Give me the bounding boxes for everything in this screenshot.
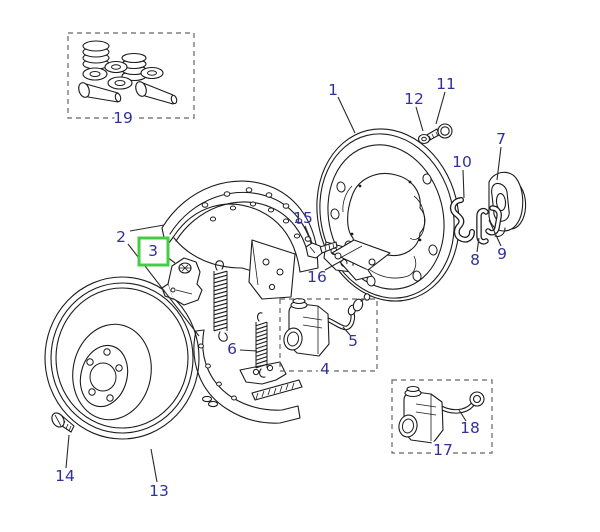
callout-label-13[interactable]: 13 [149, 482, 169, 500]
callout-label-7[interactable]: 7 [496, 130, 506, 148]
callout-label-2[interactable]: 2 [116, 228, 126, 246]
mounting-bolt-and-bracket [305, 239, 391, 281]
leader-line-16 [324, 259, 344, 271]
shoe-return-spring-lower [255, 312, 268, 378]
callout-label-19[interactable]: 19 [110, 106, 136, 130]
leader-line-13 [150, 448, 158, 483]
dashed-box-part-19 [67, 32, 195, 119]
leader-line-5 [342, 326, 351, 336]
dashed-group-boxes [67, 32, 493, 454]
callout-label-10[interactable]: 10 [452, 153, 472, 171]
leader-line-14 [65, 434, 70, 469]
selected-part-highlight [137, 236, 170, 267]
callout-label-3[interactable]: 3 [148, 242, 158, 260]
brake-shoe-lower [193, 329, 303, 424]
callout-label-5[interactable]: 5 [348, 332, 358, 350]
leader-line-1 [337, 96, 356, 134]
callout-label-11[interactable]: 11 [436, 75, 456, 93]
dashed-box-part-17 [391, 379, 493, 454]
adjuster-assembly [161, 257, 203, 306]
brake-drum [44, 276, 200, 440]
callout-label-8[interactable]: 8 [470, 251, 480, 269]
drum-retaining-screw [51, 412, 75, 433]
callout-label-12[interactable]: 12 [404, 90, 424, 108]
callout-label-14[interactable]: 14 [55, 467, 75, 485]
callout-leader-lines [65, 91, 502, 483]
shoe-return-spring-upper [213, 260, 228, 342]
callout-label-9[interactable]: 9 [497, 245, 507, 263]
bolt-and-washer [417, 123, 453, 145]
callout-label-6[interactable]: 6 [227, 340, 237, 358]
leader-line-2 [129, 224, 165, 232]
wheel-cylinder-17 [398, 385, 485, 444]
dashed-box-part-4 [279, 298, 378, 372]
handbrake-lever-cluster [449, 171, 527, 245]
callout-label-18[interactable]: 18 [460, 419, 480, 437]
leader-line-7 [496, 146, 502, 181]
leader-line-15 [304, 225, 313, 244]
leader-line-8 [476, 237, 480, 253]
leader-line-9 [488, 219, 502, 247]
callout-label-15[interactable]: 15 [293, 209, 313, 227]
leader-line-11 [435, 91, 446, 125]
brake-shoe-upper [161, 180, 319, 300]
leader-line-18 [458, 409, 467, 422]
leader-line-10 [462, 169, 465, 199]
callout-label-16[interactable]: 16 [307, 268, 327, 286]
callout-label-17[interactable]: 17 [430, 438, 456, 462]
selected-part-box [137, 236, 170, 267]
fitting-kit-part-19 [78, 40, 178, 105]
callout-label-4[interactable]: 4 [317, 357, 333, 381]
leader-line-6 [239, 349, 258, 352]
callout-label-1[interactable]: 1 [328, 81, 338, 99]
leader-line-12 [415, 106, 424, 132]
wheel-cylinder-4 [283, 293, 371, 357]
